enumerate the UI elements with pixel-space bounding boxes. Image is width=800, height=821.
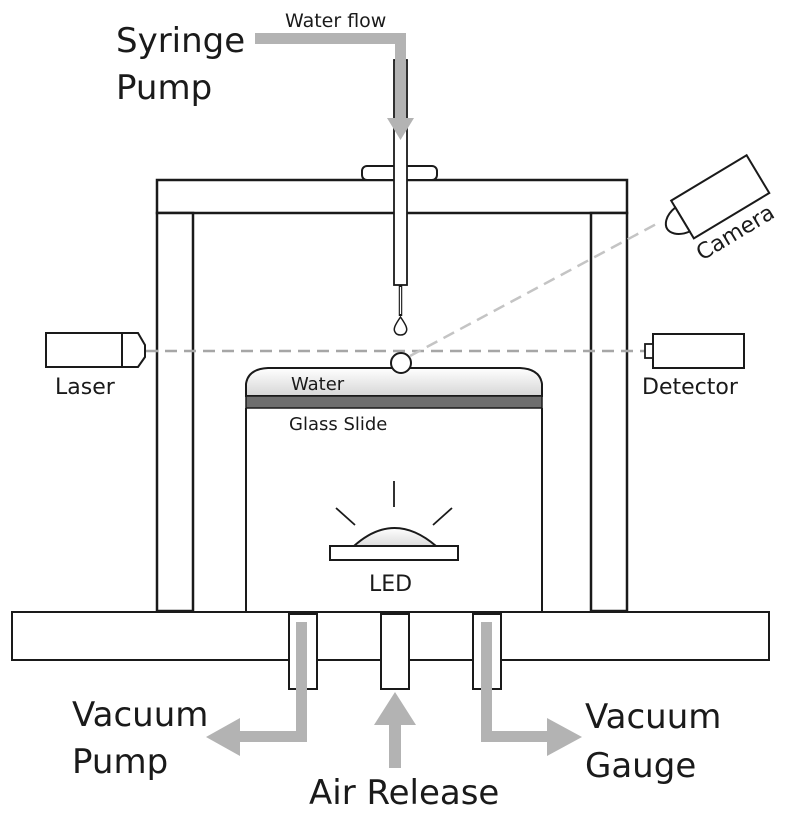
vacuum-chamber: [245, 367, 543, 612]
camera-icon: [664, 153, 771, 240]
glass-slide: [245, 395, 543, 409]
vacuum-pump-arrow: [206, 622, 307, 756]
vacuum-gauge-label-line1: Vacuum: [585, 697, 721, 737]
laser-icon: [45, 332, 146, 368]
chamber-walls: [245, 408, 543, 612]
syringe-pump-label-line2: Pump: [116, 68, 212, 108]
water-layer: [245, 367, 543, 397]
detector-icon: [644, 333, 745, 369]
water-flow-arrow: [255, 33, 414, 140]
vacuum-gauge-arrow: [481, 622, 582, 756]
air-release-port: [380, 613, 410, 690]
vacuum-gauge-label-line2: Gauge: [585, 746, 696, 786]
air-release-arrow: [374, 692, 416, 768]
sample-particle: [390, 352, 412, 374]
water-label: Water: [291, 374, 345, 395]
air-release-label: Air Release: [309, 773, 499, 813]
led-icon: [329, 481, 459, 561]
support-frame: [155, 178, 629, 613]
frame-right-leg: [589, 211, 629, 613]
glass-slide-label: Glass Slide: [289, 414, 387, 435]
laser-label: Laser: [55, 375, 116, 400]
led-label: LED: [369, 572, 412, 597]
vacuum-pump-label-line1: Vacuum: [72, 695, 208, 735]
detector-label: Detector: [642, 375, 739, 400]
camera-sight-line: [409, 220, 661, 358]
water-flow-label: Water flow: [285, 10, 386, 32]
frame-top-beam: [155, 178, 629, 215]
vacuum-pump-label-line2: Pump: [72, 742, 168, 782]
water-droplet: [393, 315, 408, 336]
frame-left-leg: [155, 211, 195, 613]
syringe-pump-label-line1: Syringe: [116, 21, 245, 61]
